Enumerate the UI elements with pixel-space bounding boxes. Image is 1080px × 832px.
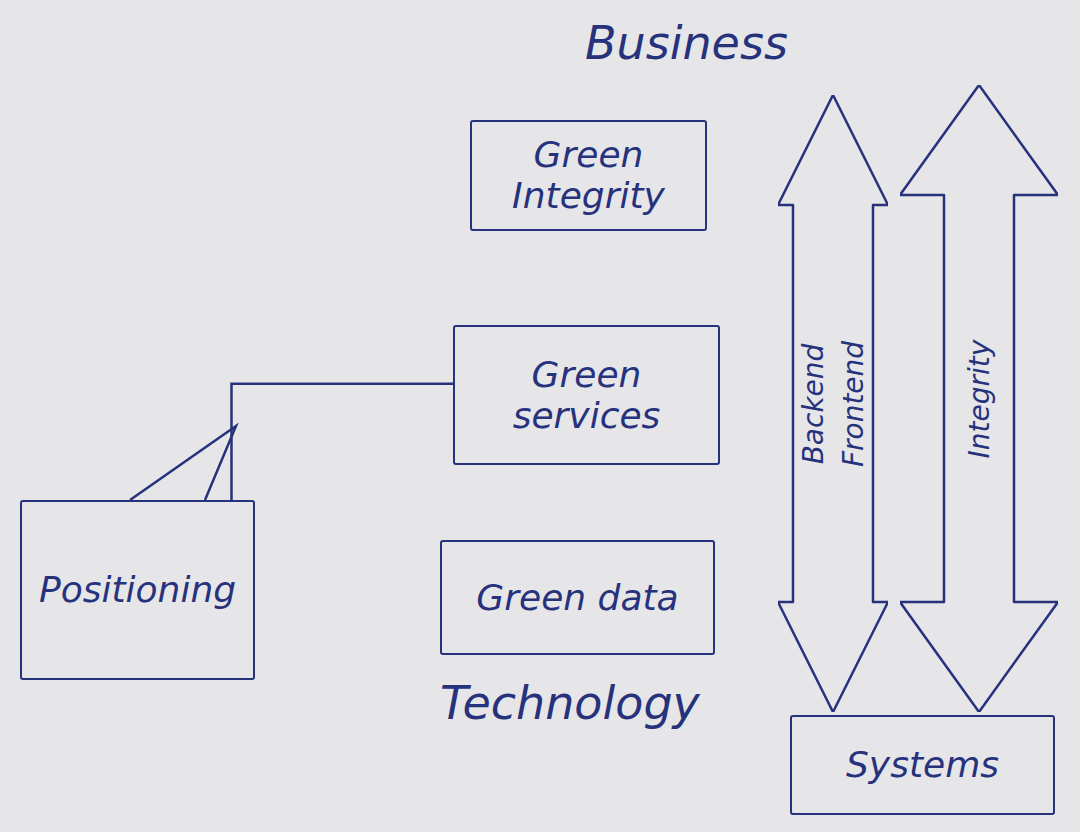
process-box: Green Integrity [470, 120, 707, 231]
box-text: Green services [469, 354, 704, 437]
layer-label: Business [585, 16, 788, 70]
arrow-shape [778, 95, 888, 712]
double-arrow: BackendFrontend [778, 95, 888, 712]
process-box: Green data [440, 540, 715, 655]
connector-path [232, 384, 454, 500]
process-box: Green services [453, 325, 720, 465]
arrow-label: Backend [797, 343, 830, 464]
box-text: Positioning [39, 569, 236, 610]
arrow-outline [778, 95, 888, 712]
arrow-label: Integrity [963, 339, 996, 458]
arrow-label: Frontend [837, 340, 870, 466]
box-text: Systems [846, 744, 999, 785]
layer-label: Technology [440, 676, 700, 730]
double-arrow: Integrity [900, 85, 1058, 712]
callout-tail [130, 426, 236, 500]
box-text: Green data [476, 577, 678, 618]
callout-box: Positioning [20, 500, 255, 680]
box-text: Green Integrity [486, 134, 691, 217]
arrow-shape [900, 85, 1058, 712]
system-box: Systems [790, 715, 1055, 815]
connector-line [232, 384, 454, 500]
